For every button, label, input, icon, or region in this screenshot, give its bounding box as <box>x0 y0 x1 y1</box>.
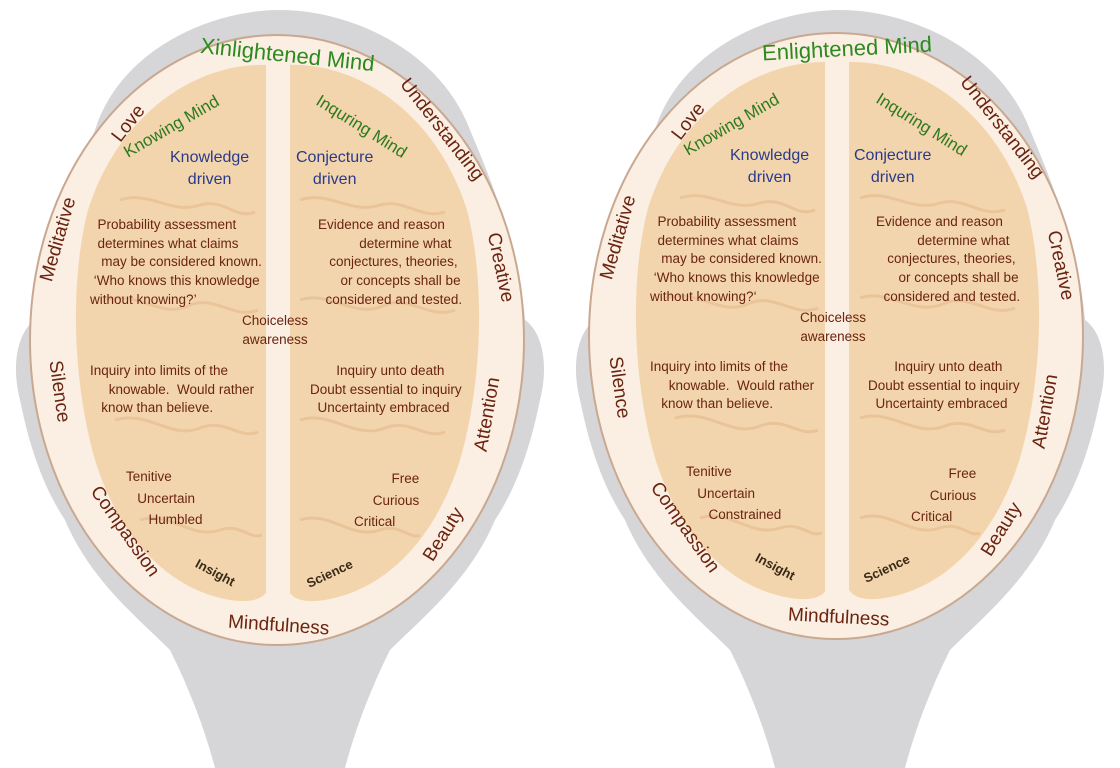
left-traits-text: Tenitive Uncertain Constrained <box>686 464 782 523</box>
right-inquiry-text: Inquiry unto death Doubt essential to in… <box>310 363 462 416</box>
conjecture-driven-label: Conjecture driven <box>854 147 932 186</box>
left-claims-text: Probability assessment determines what c… <box>90 217 262 307</box>
knowledge-driven-label: Knowledge driven <box>170 149 250 188</box>
head-silhouette <box>575 10 1105 768</box>
left-traits-text: Tenitive Uncertain Humbled <box>126 469 203 528</box>
left-claims-text: Probability assessment determines what c… <box>650 214 822 304</box>
right-traits-text: Free Curious Critical <box>911 466 977 525</box>
right-claims-text: Evidence and reason determine what conje… <box>318 217 463 307</box>
center-awareness-text: Choiceless awareness <box>800 310 867 344</box>
head-diagram-left: Xinlightened Mind Knowing Mind Inquring … <box>15 10 545 768</box>
right-traits-text: Free Curious Critical <box>354 471 420 530</box>
knowledge-driven-label: Knowledge driven <box>730 147 810 186</box>
center-awareness-text: Choiceless awareness <box>242 313 309 347</box>
head-silhouette <box>15 10 545 768</box>
ring-mindfulness: Mindfulness <box>787 604 890 631</box>
right-claims-text: Evidence and reason determine what conje… <box>876 214 1021 304</box>
left-inquiry-text: Inquiry into limits of the knowable. Wou… <box>650 359 815 412</box>
right-inquiry-text: Inquiry unto death Doubt essential to in… <box>868 359 1020 412</box>
left-inquiry-text: Inquiry into limits of the knowable. Wou… <box>90 363 255 416</box>
conjecture-driven-label: Conjecture driven <box>296 149 374 188</box>
head-diagram-right: Enlightened Mind Knowing Mind Inquring M… <box>560 0 1120 768</box>
